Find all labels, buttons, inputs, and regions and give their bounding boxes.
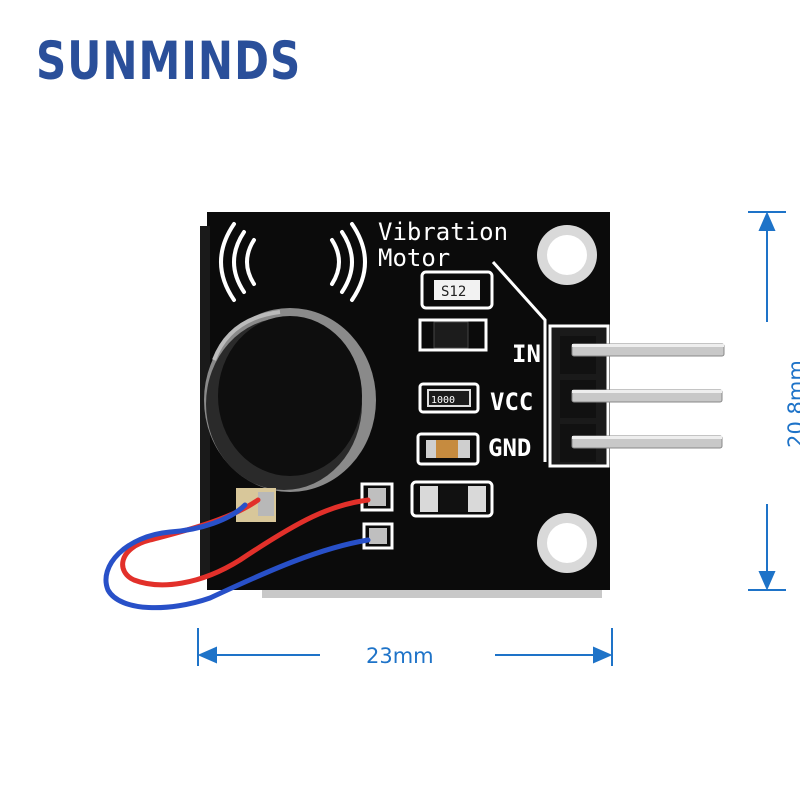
mounting-hole-top — [537, 225, 597, 285]
vibration-motor — [204, 308, 376, 492]
height-label: 20.8mm — [783, 360, 800, 448]
capacitor — [416, 432, 480, 466]
brand-logo: SUNMINDS — [36, 30, 302, 92]
solder-pads — [360, 482, 394, 550]
mounting-hole-bottom — [537, 513, 597, 573]
pin-label-gnd: GND — [488, 434, 531, 462]
pcb-board — [207, 212, 610, 590]
pin-label-in: IN — [512, 340, 541, 368]
diode — [410, 480, 494, 518]
transistor — [418, 318, 488, 352]
board-title-line1: Vibration — [378, 218, 508, 246]
height-dimension — [748, 211, 786, 591]
vibration-icon — [219, 222, 367, 302]
header-pins — [571, 343, 725, 449]
board-title-line2: Motor — [378, 244, 450, 272]
resistor: 1000 — [418, 382, 480, 414]
width-label: 23mm — [366, 644, 434, 668]
chip-s12: S12 — [420, 270, 494, 310]
width-dimension — [197, 628, 613, 666]
svg-text:S12: S12 — [441, 284, 466, 300]
svg-text:1000: 1000 — [431, 395, 455, 406]
pin-label-vcc: VCC — [490, 388, 533, 416]
motor-wires — [103, 497, 371, 611]
